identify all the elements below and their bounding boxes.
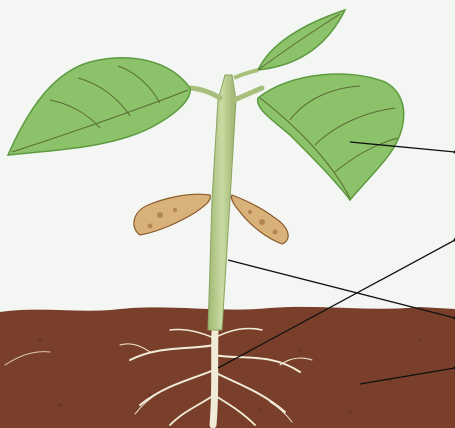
soil [0, 307, 455, 428]
